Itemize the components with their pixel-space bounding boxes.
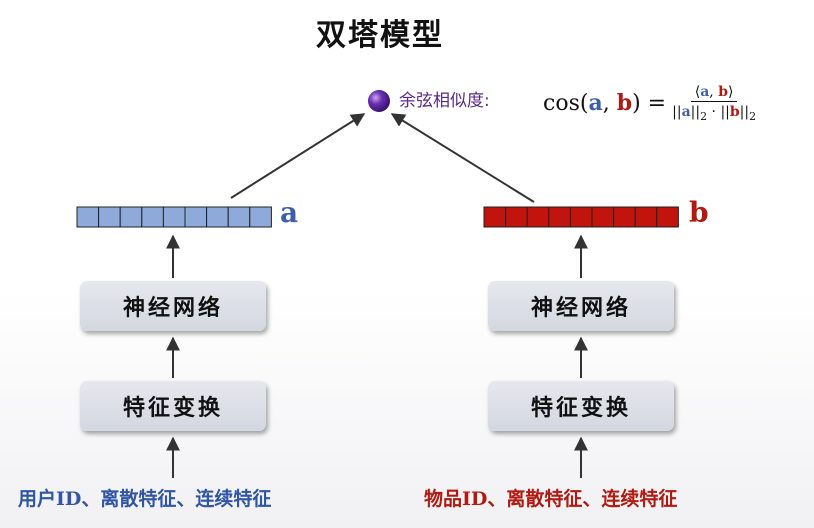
formula-a: a: [588, 90, 603, 116]
left-transform-box: 特征变换: [80, 381, 266, 431]
user-input-label: 用户ID、离散特征、连续特征: [18, 488, 272, 510]
item-input-label: 物品ID、离散特征、连续特征: [424, 488, 678, 510]
vector-b-cell: [548, 206, 571, 228]
den-open-b: ||: [720, 103, 730, 120]
formula-numerator: ⟨a, b⟩: [690, 83, 738, 102]
vector-b: [483, 206, 679, 228]
num-a: a: [700, 83, 710, 100]
den-a: a: [681, 103, 691, 120]
num-b: b: [718, 83, 728, 100]
formula-lhs: cos(a, b) =: [543, 90, 666, 116]
vector-b-cell: [505, 206, 528, 228]
formula-b: b: [616, 90, 633, 116]
formula-comma: ,: [602, 91, 617, 116]
vector-b-cell: [526, 206, 550, 228]
formula-denominator: ||a||2 · ||b||2: [672, 102, 756, 123]
page-title: 双塔模型: [316, 18, 444, 53]
vector-b-label: b: [689, 196, 709, 229]
den-b: b: [729, 103, 740, 120]
num-open: ⟨: [694, 83, 701, 100]
vector-a-label: a: [280, 196, 299, 229]
den-sub-a: 2: [700, 109, 708, 123]
num-comma: ,: [709, 83, 719, 100]
similarity-node: [368, 90, 390, 112]
vector-a: [76, 206, 272, 228]
den-close-a: ||: [690, 103, 701, 120]
formula-cos: cos(: [543, 91, 589, 116]
left-network-box: 神经网络: [80, 281, 266, 331]
arrow-b-to-node: [390, 113, 535, 203]
vector-b-cell: [656, 206, 679, 228]
den-dot: ·: [707, 103, 721, 120]
vector-a-cell: [141, 206, 164, 228]
vector-a-cell: [76, 206, 100, 228]
vector-a-cell: [119, 206, 143, 228]
den-close-b: ||: [739, 103, 750, 120]
vector-b-cell: [569, 206, 593, 228]
cosine-formula: cos(a, b) = ⟨a, b⟩ ||a||2 · ||b||2: [543, 80, 756, 126]
vector-b-cell: [634, 206, 658, 228]
formula-equals: ) =: [632, 91, 667, 116]
similarity-label: 余弦相似度:: [399, 91, 490, 111]
right-transform-box: 特征变换: [488, 381, 674, 431]
vector-a-cell: [162, 206, 186, 228]
den-open-a: ||: [672, 103, 682, 120]
formula-fraction: ⟨a, b⟩ ||a||2 · ||b||2: [672, 84, 756, 123]
vector-a-cell: [249, 206, 272, 228]
num-close: ⟩: [728, 83, 734, 100]
right-network-box: 神经网络: [488, 281, 674, 331]
vector-a-cell: [206, 206, 229, 228]
vector-b-cell: [483, 206, 507, 228]
den-sub-b: 2: [749, 109, 757, 123]
vector-b-cell: [613, 206, 636, 228]
vector-a-cell: [227, 206, 251, 228]
vector-a-cell: [98, 206, 121, 228]
arrow-a-to-node: [230, 113, 366, 199]
vector-a-cell: [184, 206, 208, 228]
vector-b-cell: [591, 206, 615, 228]
